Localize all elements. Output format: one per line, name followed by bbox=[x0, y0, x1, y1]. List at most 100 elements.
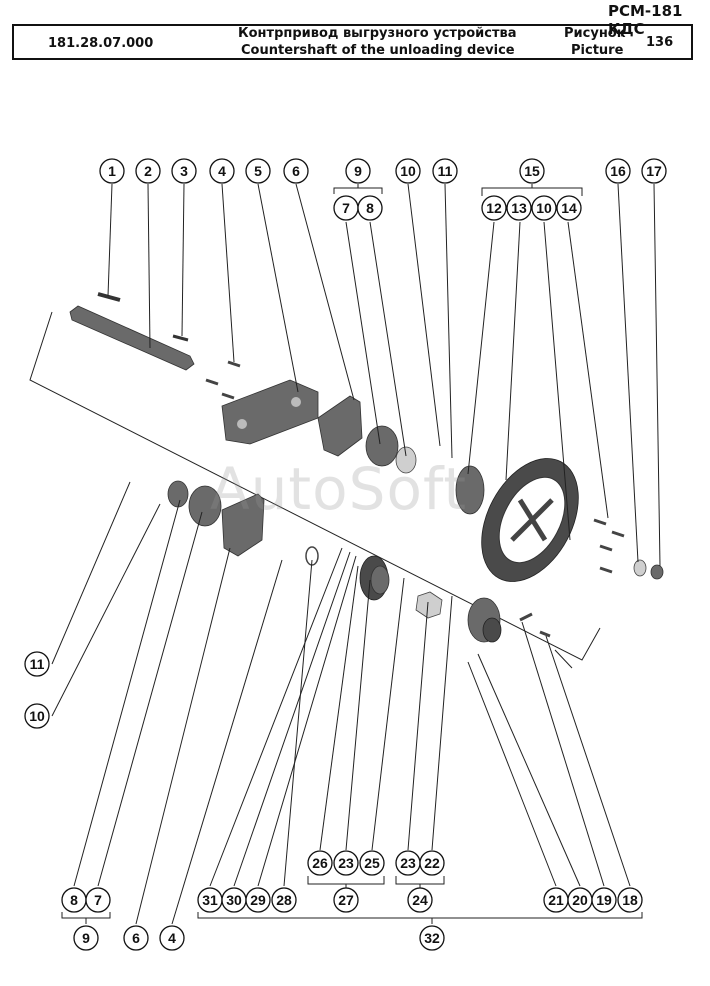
parts-drawing bbox=[69, 292, 664, 643]
svg-text:10: 10 bbox=[400, 163, 416, 179]
svg-text:19: 19 bbox=[596, 892, 612, 908]
title-block: 181.28.07.000 Контрпривод выгрузного уст… bbox=[12, 24, 693, 60]
svg-text:10: 10 bbox=[536, 200, 552, 216]
callout-31: 31 bbox=[197, 887, 223, 913]
svg-text:29: 29 bbox=[250, 892, 266, 908]
bearing-housing-lower bbox=[188, 485, 222, 527]
callout-9-bottom: 9 bbox=[73, 925, 99, 951]
callout-9-top: 9 bbox=[345, 158, 371, 184]
washer-16 bbox=[633, 559, 647, 577]
svg-text:6: 6 bbox=[292, 163, 300, 179]
svg-text:21: 21 bbox=[548, 892, 564, 908]
callout-8-top: 8 bbox=[357, 195, 383, 221]
svg-text:28: 28 bbox=[276, 892, 292, 908]
svg-text:18: 18 bbox=[622, 892, 638, 908]
callout-1: 1 bbox=[99, 158, 125, 184]
callout-5: 5 bbox=[245, 158, 271, 184]
callout-22: 22 bbox=[419, 850, 445, 876]
leader-lines bbox=[51, 183, 661, 925]
callout-26: 26 bbox=[307, 850, 333, 876]
svg-text:24: 24 bbox=[412, 892, 428, 908]
callout-10-left: 10 bbox=[24, 703, 50, 729]
callout-11-left: 11 bbox=[24, 651, 50, 677]
svg-text:8: 8 bbox=[70, 892, 78, 908]
callout-24: 24 bbox=[407, 887, 433, 913]
svg-text:11: 11 bbox=[438, 163, 453, 179]
svg-text:30: 30 bbox=[226, 892, 242, 908]
callout-27: 27 bbox=[333, 887, 359, 913]
callout-23-a: 23 bbox=[333, 850, 359, 876]
watermark: AutoSoft bbox=[210, 455, 468, 523]
callout-25: 25 bbox=[359, 850, 385, 876]
svg-text:16: 16 bbox=[610, 163, 626, 179]
svg-text:14: 14 bbox=[561, 200, 577, 216]
bearing-housing-upper bbox=[365, 425, 399, 467]
svg-text:7: 7 bbox=[94, 892, 102, 908]
callout-32: 32 bbox=[419, 925, 445, 951]
callout-10-upper: 10 bbox=[531, 195, 557, 221]
bearing-lower bbox=[167, 480, 189, 508]
title-russian: Контрпривод выгрузного устройства bbox=[238, 26, 517, 41]
svg-text:4: 4 bbox=[218, 163, 226, 179]
bracket-6-lower bbox=[221, 493, 265, 557]
svg-text:26: 26 bbox=[312, 855, 328, 871]
bushing-22 bbox=[415, 591, 443, 619]
svg-text:15: 15 bbox=[524, 163, 540, 179]
svg-text:27: 27 bbox=[338, 892, 354, 908]
hub-12 bbox=[455, 465, 485, 515]
assembly-axis-frame bbox=[29, 311, 601, 669]
svg-text:23: 23 bbox=[400, 855, 416, 871]
callout-29: 29 bbox=[245, 887, 271, 913]
svg-text:2: 2 bbox=[144, 163, 152, 179]
callout-17: 17 bbox=[641, 158, 667, 184]
shaft-2 bbox=[69, 305, 195, 371]
bracket-5 bbox=[221, 379, 319, 445]
callout-15: 15 bbox=[519, 158, 545, 184]
svg-text:4: 4 bbox=[168, 930, 176, 946]
svg-text:12: 12 bbox=[486, 200, 502, 216]
picture-label-english: Picture bbox=[571, 43, 624, 58]
svg-text:5: 5 bbox=[254, 163, 262, 179]
callout-7-top: 7 bbox=[333, 195, 359, 221]
callout-2: 2 bbox=[135, 158, 161, 184]
callouts: 1 2 3 4 5 6 9 7 8 10 11 15 12 13 10 14 1… bbox=[24, 158, 667, 951]
svg-text:3: 3 bbox=[180, 163, 188, 179]
part-number: 181.28.07.000 bbox=[48, 36, 154, 51]
svg-text:9: 9 bbox=[82, 930, 90, 946]
svg-text:31: 31 bbox=[202, 892, 218, 908]
svg-text:11: 11 bbox=[30, 656, 45, 672]
callout-21: 21 bbox=[543, 887, 569, 913]
callout-28: 28 bbox=[271, 887, 297, 913]
svg-text:32: 32 bbox=[424, 930, 440, 946]
callout-4-bottom: 4 bbox=[159, 925, 185, 951]
callout-18: 18 bbox=[617, 887, 643, 913]
callout-11-top: 11 bbox=[432, 158, 458, 184]
svg-text:9: 9 bbox=[354, 163, 362, 179]
picture-label-russian: Рисунок bbox=[564, 26, 626, 41]
callout-20: 20 bbox=[567, 887, 593, 913]
callout-8-bottom: 8 bbox=[61, 887, 87, 913]
callout-7-bottom: 7 bbox=[85, 887, 111, 913]
pin-1 bbox=[97, 292, 121, 302]
callout-16: 16 bbox=[605, 158, 631, 184]
callout-30: 30 bbox=[221, 887, 247, 913]
callout-13: 13 bbox=[506, 195, 532, 221]
svg-text:25: 25 bbox=[364, 855, 380, 871]
nut-17 bbox=[650, 564, 664, 580]
bolt-19 bbox=[519, 612, 533, 622]
picture-number: 136 bbox=[646, 35, 674, 50]
callout-6-top: 6 bbox=[283, 158, 309, 184]
key-3 bbox=[172, 334, 189, 342]
svg-text:6: 6 bbox=[132, 930, 140, 946]
svg-text:17: 17 bbox=[646, 163, 662, 179]
title-english: Countershaft of the unloading device bbox=[241, 43, 515, 58]
svg-text:7: 7 bbox=[342, 200, 350, 216]
callout-12: 12 bbox=[481, 195, 507, 221]
bearing-upper bbox=[395, 446, 417, 474]
svg-text:23: 23 bbox=[338, 855, 354, 871]
svg-text:1: 1 bbox=[108, 163, 116, 179]
svg-text:10: 10 bbox=[29, 708, 45, 724]
callout-4-top: 4 bbox=[209, 158, 235, 184]
svg-text:20: 20 bbox=[572, 892, 588, 908]
